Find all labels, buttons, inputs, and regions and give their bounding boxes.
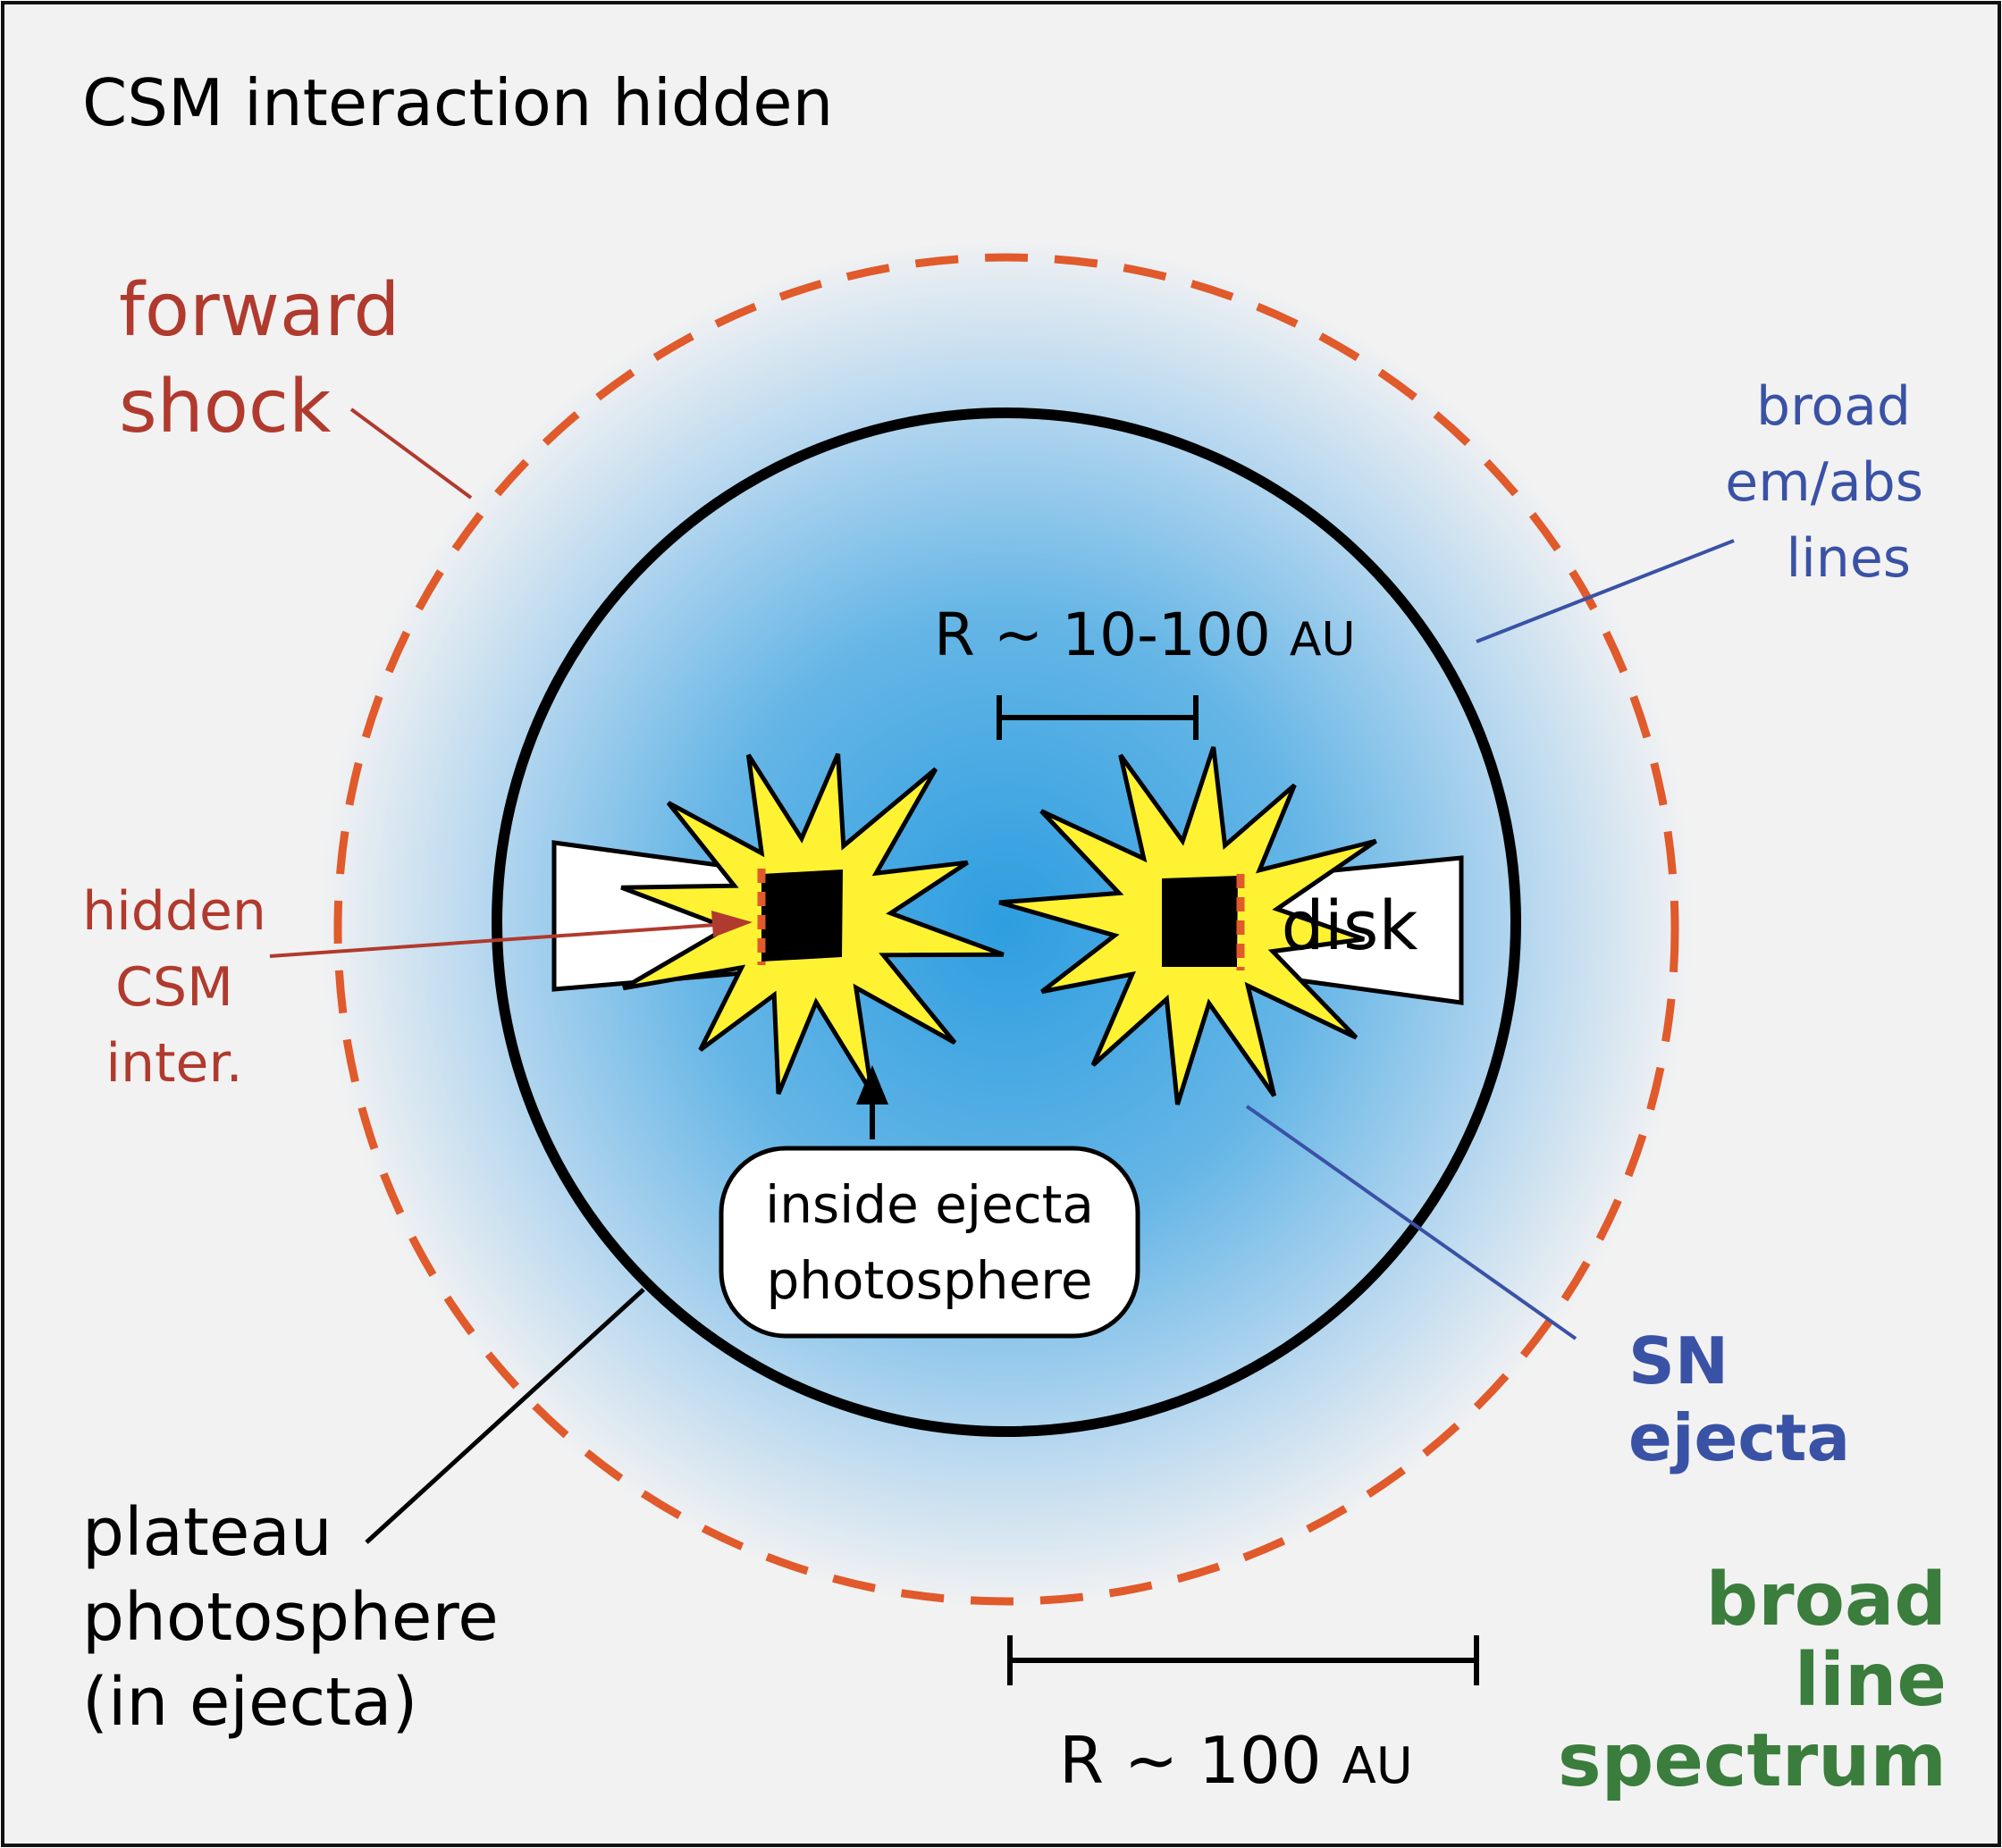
forward-shock-label-1: forward [119, 268, 400, 353]
broad-lines-label-1: broad [1756, 375, 1911, 438]
plateau-label-3: (in ejecta) [82, 1664, 417, 1741]
right-interaction-block [1162, 876, 1238, 967]
spectrum-label-1: broad [1705, 1558, 1947, 1642]
ejecta-glow [318, 241, 1695, 1617]
inner-scale-label: R ~ 10-100 AU [934, 601, 1356, 669]
sn-ejecta-label-1: SN [1628, 1323, 1729, 1399]
sn-ejecta-leader [1245, 1105, 1577, 1340]
broad-lines-label-3: lines [1786, 527, 1911, 590]
plateau-photosphere-circle [492, 407, 1521, 1437]
broad-lines-label-2: em/abs [1725, 451, 1923, 514]
hidden-csm-arrowhead [711, 911, 753, 937]
inside-ejecta-label-2: photosphere [766, 1250, 1092, 1311]
inside-ejecta-box [719, 1146, 1140, 1339]
plateau-leader [365, 1288, 645, 1544]
outer-scale-label: R ~ 100 AU [1059, 1723, 1413, 1798]
spectrum-label-2: line [1795, 1638, 1947, 1723]
forward-shock-circle [333, 253, 1679, 1606]
forward-shock-label-2: shock [119, 365, 332, 449]
diagram-title: CSM interaction hidden [82, 65, 833, 140]
left-interaction-block [761, 869, 843, 962]
forward-shock-leader [349, 407, 473, 500]
inner-scale-bar [997, 695, 1199, 740]
broad-lines-leader [1476, 539, 1735, 643]
hidden-csm-label-3: inter. [105, 1032, 242, 1095]
plateau-label-2: photosphere [82, 1579, 499, 1656]
spectrum-label-3: spectrum [1558, 1718, 1947, 1803]
hidden-csm-label-1: hidden [82, 880, 266, 943]
inside-ejecta-arrowhead [856, 1065, 888, 1105]
inside-ejecta-label-1: inside ejecta [765, 1174, 1094, 1235]
disk-label: disk [1282, 886, 1418, 965]
outer-scale-bar [1007, 1635, 1479, 1685]
sn-ejecta-label-2: ejecta [1628, 1400, 1850, 1475]
plateau-label-1: plateau [82, 1494, 332, 1571]
hidden-csm-arrow-line [269, 923, 716, 958]
hidden-csm-label-2: CSM [115, 956, 233, 1019]
